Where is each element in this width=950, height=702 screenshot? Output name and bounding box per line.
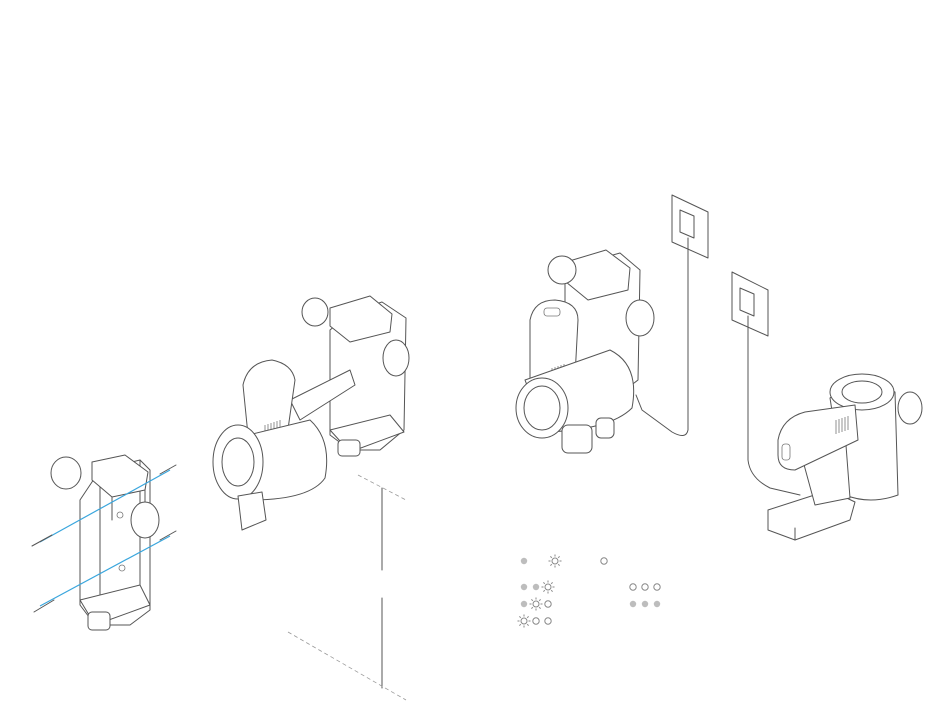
charger-plug-icon <box>636 238 800 495</box>
led-on-dot <box>521 584 527 590</box>
led-off-dot <box>630 584 636 590</box>
wall-bracket-icon <box>51 455 159 630</box>
led-off-dot <box>545 601 551 607</box>
vacuum-icon-charging <box>768 374 922 540</box>
led-on-dot <box>521 601 527 607</box>
wall-socket-icon <box>672 195 768 336</box>
led-off-dot <box>642 584 648 590</box>
vacuum-icon <box>213 296 409 530</box>
led-off-dot <box>654 584 660 590</box>
led-off-dot <box>533 618 539 624</box>
led-on-dot <box>521 558 527 564</box>
led-indicator-legend <box>518 555 661 628</box>
led-sun-icon <box>549 555 562 568</box>
vacuum-icon-docked <box>516 250 654 453</box>
led-off-dot <box>601 558 607 564</box>
led-on-dot <box>654 601 660 607</box>
led-sun-icon <box>518 615 531 628</box>
led-sun-icon <box>530 598 543 611</box>
led-on-dot <box>533 584 539 590</box>
led-off-dot <box>545 618 551 624</box>
led-sun-icon <box>542 581 555 594</box>
wall-guides <box>288 475 406 700</box>
led-on-dot <box>642 601 648 607</box>
led-on-dot <box>630 601 636 607</box>
